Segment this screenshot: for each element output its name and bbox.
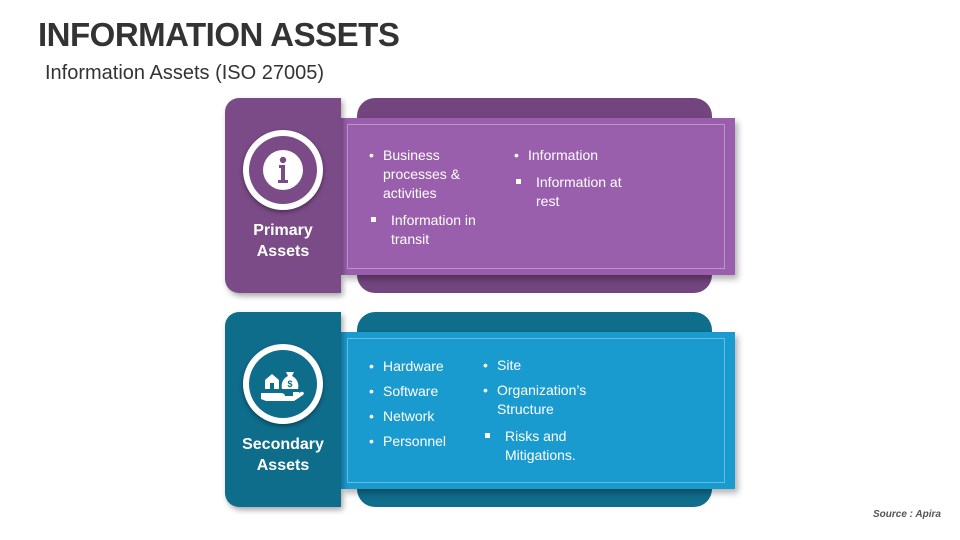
list-subitem: Risks and Mitigations. xyxy=(481,427,601,465)
list-item: Organization’s Structure xyxy=(481,381,601,419)
primary-icon-circle xyxy=(243,130,323,210)
info-icon xyxy=(249,136,317,204)
list-item: Business processes & activities xyxy=(367,146,487,203)
primary-list-col1: Business processes & activities Informat… xyxy=(367,146,487,249)
secondary-list-col1: Hardware Software Network Personnel xyxy=(367,357,487,457)
secondary-assets-block: $ Secondary Assets Hardware Software Net… xyxy=(225,312,740,507)
secondary-label-tab: $ Secondary Assets xyxy=(225,312,341,507)
svg-text:$: $ xyxy=(287,379,292,389)
list-item: Personnel xyxy=(367,432,487,451)
primary-label-tab: Primary Assets xyxy=(225,98,341,293)
assets-hand-icon: $ xyxy=(249,350,317,418)
list-item: Network xyxy=(367,407,487,426)
list-item: Information xyxy=(512,146,672,165)
secondary-assets-label: Secondary Assets xyxy=(242,436,324,474)
list-item: Software xyxy=(367,382,487,401)
secondary-list-col2: Site Organization’s Structure Risks and … xyxy=(481,356,631,465)
secondary-icon-circle: $ xyxy=(243,344,323,424)
page-subtitle: Information Assets (ISO 27005) xyxy=(45,62,325,84)
list-item: Hardware xyxy=(367,357,487,376)
primary-assets-label: Primary Assets xyxy=(253,222,313,260)
page-title: INFORMATION ASSETS xyxy=(38,16,400,53)
secondary-inner-border xyxy=(347,338,725,483)
primary-list-col2: Information Information at rest xyxy=(512,146,672,211)
list-item: Site xyxy=(481,356,631,375)
source-note: Source : Apira xyxy=(873,509,941,520)
list-subitem: Information at rest xyxy=(512,173,642,211)
primary-assets-block: Primary Assets Business processes & acti… xyxy=(225,98,740,293)
list-subitem: Information in transit xyxy=(367,211,487,249)
primary-inner-border xyxy=(347,124,725,269)
